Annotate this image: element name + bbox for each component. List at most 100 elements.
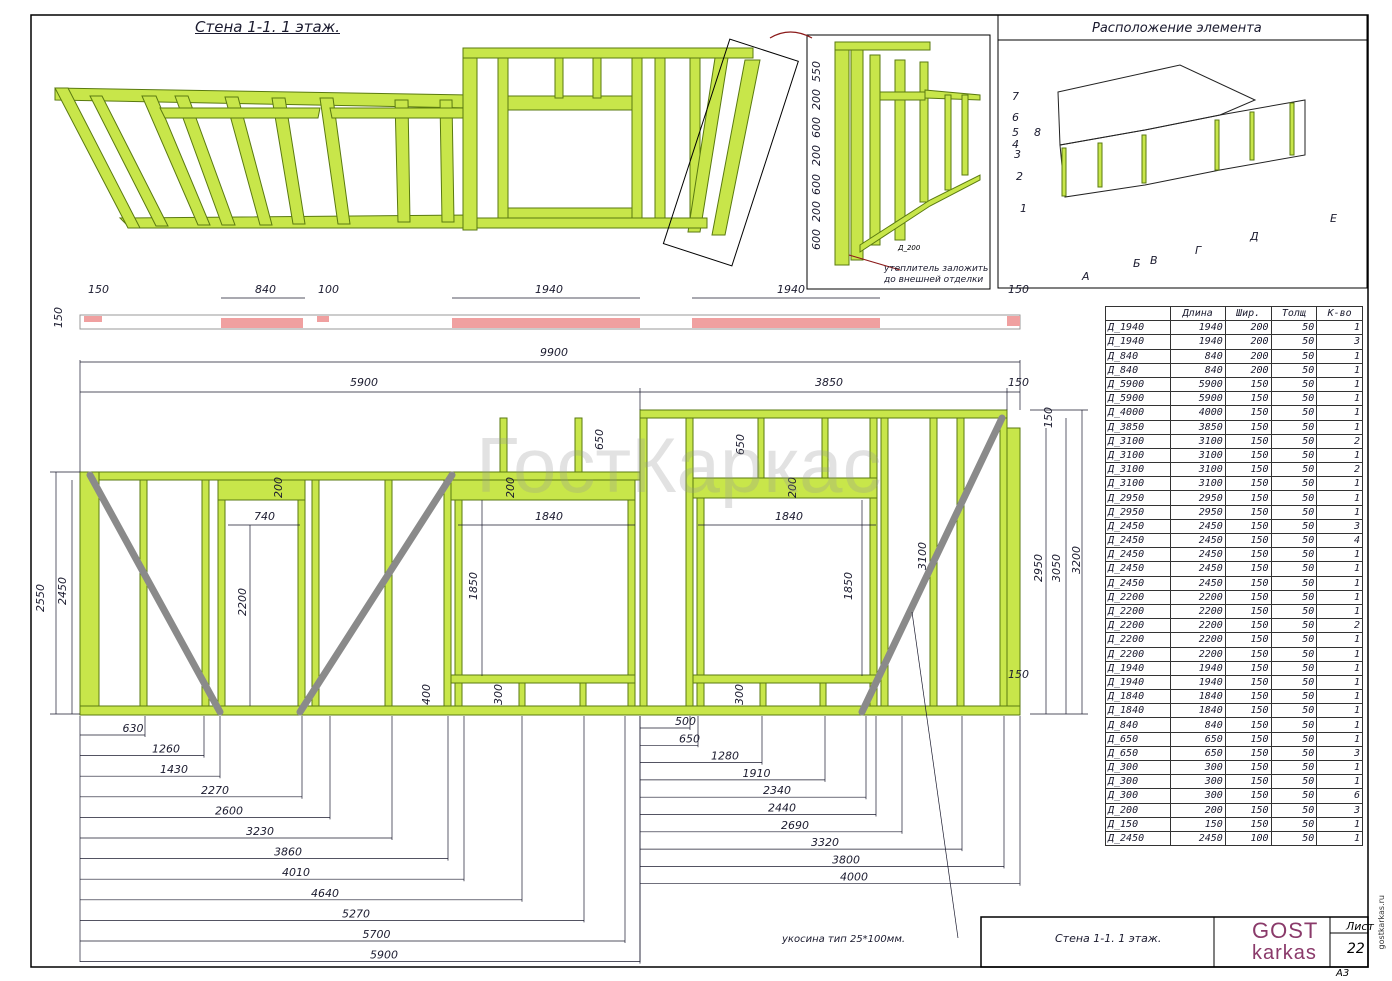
axis-marker: А: [1081, 270, 1090, 283]
axis-marker: 8: [1034, 126, 1041, 139]
bottom-dimension-label: 2600: [215, 804, 243, 817]
table-cell: 50: [1270, 348, 1318, 364]
table-cell: 150: [1224, 476, 1272, 492]
table-cell: Д_2450: [1105, 575, 1171, 591]
axis-marker: 1: [1020, 202, 1027, 215]
bottom-dimension-label: 650: [679, 732, 700, 745]
table-cell: 150: [1224, 731, 1272, 747]
table-cell: 6: [1316, 788, 1363, 804]
table-cell: 150: [1224, 561, 1272, 577]
table-cell: Д_2950: [1105, 504, 1171, 520]
table-cell: Д_150: [1105, 816, 1171, 832]
bottom-dimension-label: 3800: [832, 853, 860, 866]
bottom-dimension-label: 1260: [152, 743, 180, 756]
bottom-dimension-label: 2340: [763, 784, 791, 797]
table-cell: 50: [1270, 703, 1318, 719]
table-cell: 200: [1224, 348, 1272, 364]
table-cell: 50: [1270, 320, 1318, 336]
table-cell: Д_3850: [1105, 419, 1171, 435]
total-dimension-label: 9900: [540, 346, 568, 359]
detail-dimension-label: 550: [810, 61, 823, 82]
table-cell: 150: [1224, 618, 1272, 634]
table-cell: 50: [1270, 504, 1318, 520]
table-cell: Д_300: [1105, 759, 1171, 776]
bottom-dimension-label: 3860: [274, 846, 302, 859]
table-cell: Д_2950: [1105, 490, 1171, 506]
table-cell: 1: [1316, 830, 1363, 847]
braces: [86, 414, 1006, 716]
table-cell: 50: [1270, 660, 1318, 676]
table-cell: 1: [1316, 731, 1363, 747]
location-frame: [997, 14, 1368, 289]
table-cell: 50: [1270, 646, 1318, 662]
top-dimension-label: 1940: [535, 283, 563, 296]
top-dimension-label: 1940: [777, 283, 805, 296]
site-text: gostkarkas.ru: [1377, 895, 1386, 950]
table-cell: 2200: [1169, 603, 1226, 620]
table-cell: 150: [1224, 532, 1272, 549]
table-cell: 5900: [1169, 391, 1226, 407]
table-cell: 2: [1316, 462, 1363, 478]
axis-marker: 2: [1016, 170, 1023, 183]
table-cell: 50: [1270, 717, 1318, 733]
bottom-dimension-label: 4010: [282, 866, 310, 879]
table-cell: 1: [1316, 774, 1363, 790]
table-cell: 50: [1270, 830, 1318, 847]
table-cell: 650: [1169, 745, 1226, 762]
table-cell: Д_2450: [1105, 532, 1171, 549]
table-cell: 1840: [1169, 703, 1226, 719]
table-cell: Д_2450: [1105, 518, 1171, 535]
table-cell: Д_1840: [1105, 703, 1171, 719]
table-cell: 1840: [1169, 689, 1226, 705]
table-cell: 4000: [1169, 405, 1226, 421]
table-cell: 1: [1316, 589, 1363, 605]
table-cell: Д_840: [1105, 362, 1171, 378]
table-cell: 840: [1169, 717, 1226, 733]
table-cell: 50: [1270, 774, 1318, 790]
brace-leader: [911, 611, 959, 939]
table-cell: 840: [1169, 348, 1226, 364]
opening-width-label: 1840: [775, 510, 803, 523]
location-title: Расположение элемента: [1092, 21, 1262, 36]
table-cell: 50: [1270, 462, 1318, 478]
isometric-wall: [54, 47, 761, 236]
opening-width-label: 1840: [535, 510, 563, 523]
table-cell: Д_3100: [1105, 447, 1171, 464]
height-label: 2450: [56, 577, 69, 605]
table-cell: 1: [1316, 348, 1363, 364]
table-cell: 150: [1224, 518, 1272, 535]
insulation-note-line1: утеплитель заложить: [884, 264, 989, 274]
height-label: 150: [1042, 407, 1055, 428]
table-cell: 1: [1316, 759, 1363, 776]
table-cell: 1: [1316, 504, 1363, 520]
axis-marker: Г: [1195, 244, 1202, 257]
dimension-label: 150: [1008, 668, 1029, 681]
table-cell: 150: [1224, 802, 1272, 818]
table-cell: 2450: [1169, 518, 1226, 535]
elevation-wall: [79, 409, 1021, 716]
table-cell: Д_1940: [1105, 320, 1171, 336]
table-cell: 50: [1270, 731, 1318, 747]
sheet-format: А3: [1336, 968, 1350, 979]
bottom-dimension-label: 1430: [160, 763, 188, 776]
table-cell: 150: [1224, 405, 1272, 421]
table-cell: Д_2450: [1105, 561, 1171, 577]
top-dimension-label: 100: [318, 283, 339, 296]
table-cell: 2450: [1169, 561, 1226, 577]
detail-dimension-label: 600: [810, 117, 823, 138]
table-cell: 1: [1316, 320, 1363, 336]
title-block: [980, 916, 1369, 968]
table-cell: 1: [1316, 561, 1363, 577]
table-cell: Д_5900: [1105, 391, 1171, 407]
table-cell: 1: [1316, 674, 1363, 691]
bottom-dimension-label: 630: [123, 722, 144, 735]
